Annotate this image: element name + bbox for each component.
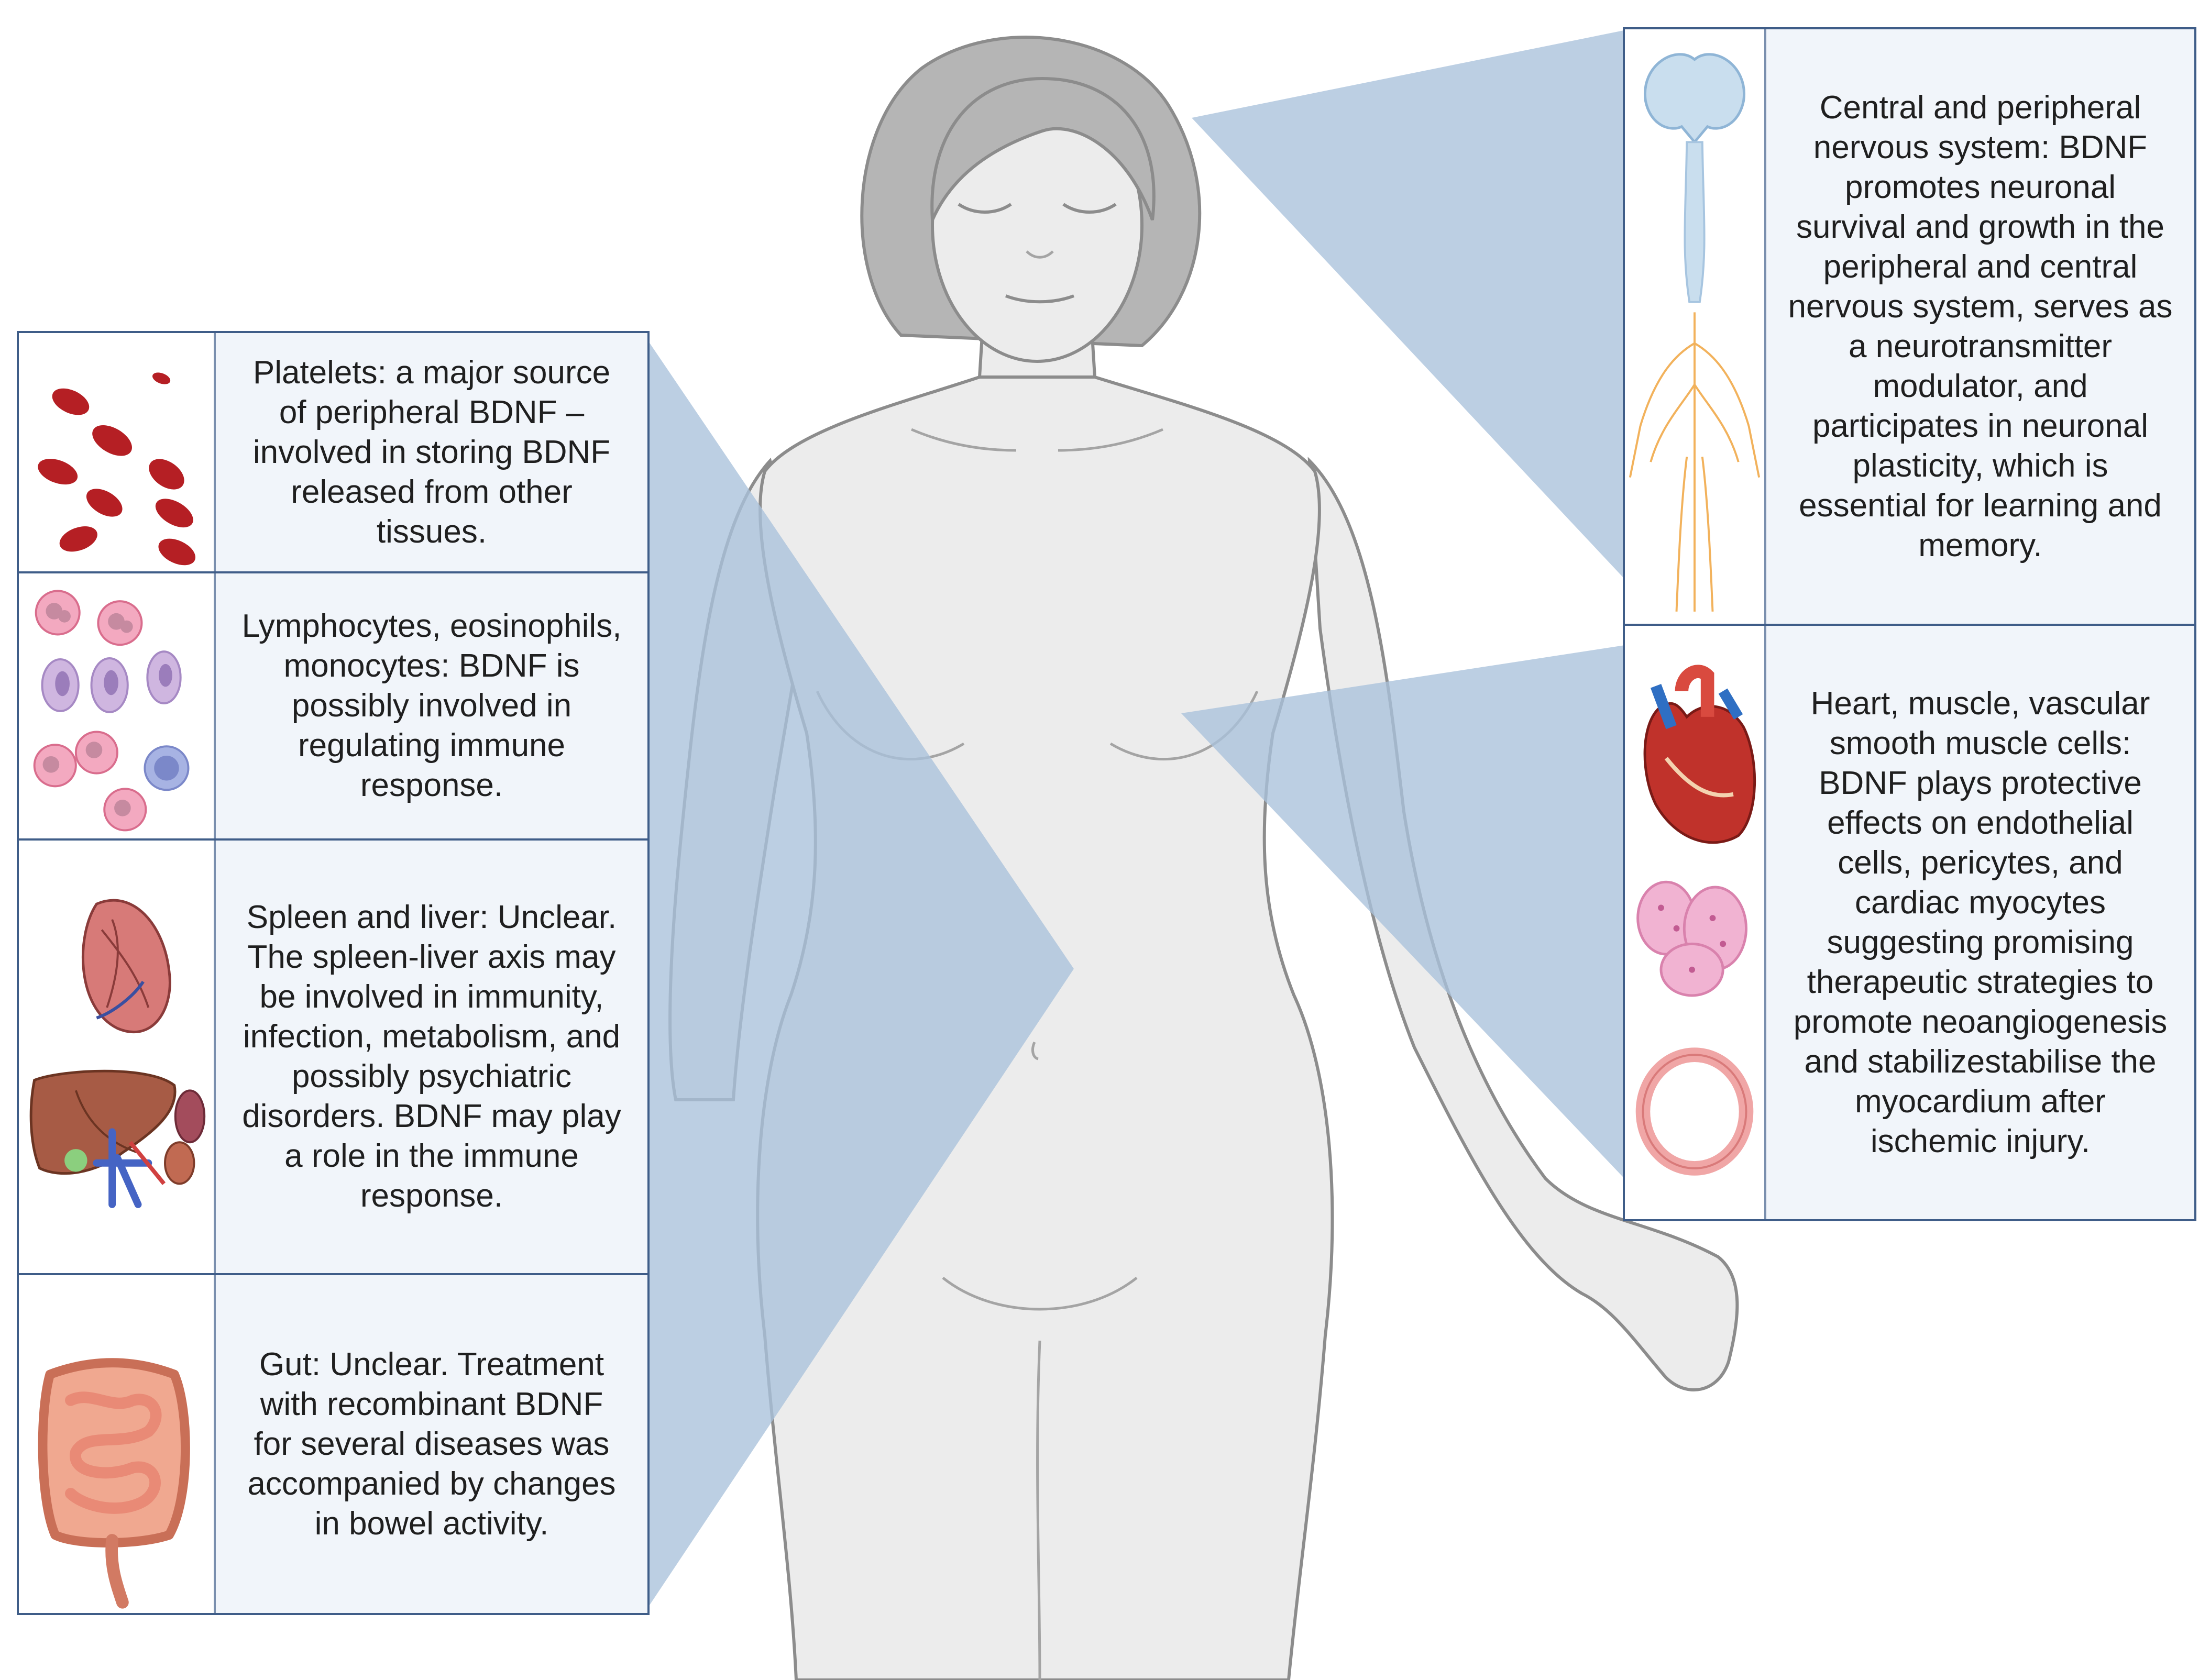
- nervous-system-text: Central and peripheral nervous system: B…: [1788, 89, 2173, 563]
- connector-heart: [1181, 644, 1632, 1186]
- connectors: [644, 29, 1632, 1613]
- gut-text: Gut: Unclear. Treatment with recombinant…: [247, 1346, 616, 1542]
- info-row-nervous-system: Central and peripheral nervous system: B…: [1625, 29, 2194, 624]
- immune-cells-description: Lymphocytes, eosinophils, monocytes: BDN…: [216, 573, 647, 838]
- mouth: [1005, 294, 1075, 304]
- right-info-panel: Central and peripheral nervous system: B…: [1623, 27, 2196, 1221]
- info-row-immune-cells: Lymphocytes, eosinophils, monocytes: BDN…: [19, 571, 647, 838]
- info-row-spleen-liver: Spleen and liver: Unclear. The spleen-li…: [19, 838, 647, 1273]
- gut-description: Gut: Unclear. Treatment with recombinant…: [216, 1275, 647, 1613]
- large-intestine: [38, 1358, 190, 1548]
- platelets-text: Platelets: a major source of peripheral …: [252, 354, 611, 550]
- collarbone-right: [1058, 428, 1163, 452]
- navel: [1031, 1041, 1039, 1060]
- left-info-panel: Platelets: a major source of peripheral …: [17, 331, 650, 1615]
- platelets-description: Platelets: a major source of peripheral …: [216, 333, 647, 571]
- spleen-shape: [82, 899, 171, 1033]
- leg-separation: [1036, 1340, 1041, 1680]
- connector-nervous: [1192, 29, 1632, 587]
- liver-shape: [29, 1069, 177, 1175]
- eye-left: [958, 203, 1012, 214]
- white-blood-cells-icon: [19, 573, 216, 838]
- spinal-cord: [1684, 141, 1706, 303]
- info-row-heart-muscle: Heart, muscle, vascular smooth muscle ce…: [1625, 624, 2194, 1219]
- heart-shape: [1643, 702, 1756, 844]
- heart-muscle-vessel-icon: [1625, 626, 1766, 1219]
- connector-left: [644, 335, 1074, 1613]
- intestine-icon: [19, 1275, 216, 1613]
- red-blood-cells-icon: [19, 333, 216, 571]
- spleen-liver-description: Spleen and liver: Unclear. The spleen-li…: [216, 841, 647, 1273]
- spleen-liver-icon: [19, 841, 216, 1273]
- spleen-liver-text: Spleen and liver: Unclear. The spleen-li…: [242, 899, 621, 1214]
- info-row-platelets: Platelets: a major source of peripheral …: [19, 333, 647, 571]
- heart-muscle-text: Heart, muscle, vascular smooth muscle ce…: [1793, 685, 2168, 1159]
- eye-right: [1062, 203, 1117, 214]
- small-intestine: [65, 1391, 162, 1514]
- nervous-system-icon: [1625, 29, 1766, 624]
- nervous-system-description: Central and peripheral nervous system: B…: [1766, 29, 2194, 624]
- hair-front: [930, 76, 1156, 221]
- nose: [1026, 250, 1054, 259]
- heart-muscle-description: Heart, muscle, vascular smooth muscle ce…: [1766, 626, 2194, 1219]
- info-row-gut: Gut: Unclear. Treatment with recombinant…: [19, 1273, 647, 1613]
- immune-cells-text: Lymphocytes, eosinophils, monocytes: BDN…: [241, 608, 622, 803]
- muscle-tissue: [1636, 880, 1747, 997]
- collarbone-left: [911, 428, 1017, 452]
- groin-line: [942, 1277, 1138, 1311]
- brain-shape: [1644, 53, 1745, 145]
